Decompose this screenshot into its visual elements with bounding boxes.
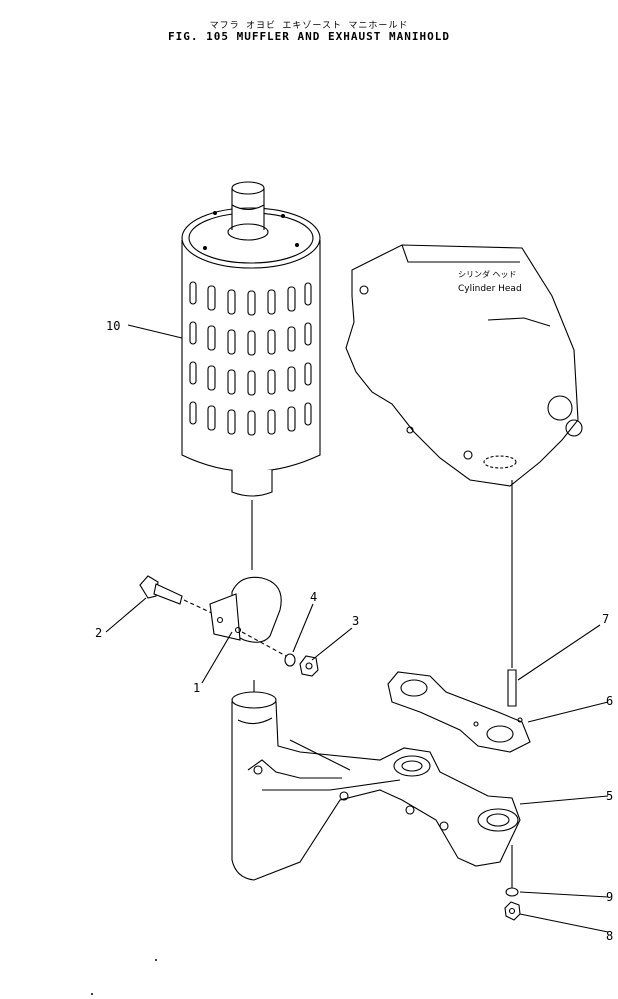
cylinder-head-label-japanese: シリンダ ヘッド: [458, 269, 517, 279]
exhaust-manifold-part-5: [231, 680, 521, 888]
gasket-part-6: [387, 671, 531, 753]
cylinder-head-label-english: Cylinder Head: [458, 284, 522, 294]
callout-7: 7: [602, 612, 609, 626]
nut-part-8: [504, 901, 521, 921]
callout-1: 1: [193, 681, 200, 695]
figure-title-english: FIG. 105 MUFFLER AND EXHAUST MANIHOLD: [167, 30, 451, 43]
stud-part-7: [507, 669, 517, 707]
callout-2: 2: [95, 626, 102, 640]
callout-6: 6: [606, 694, 613, 708]
callout-10: 10: [106, 319, 120, 333]
callout-5: 5: [606, 789, 613, 803]
callout-leader-lines: [105, 324, 609, 933]
washer-part-4: [284, 653, 296, 667]
callout-8: 8: [606, 929, 613, 943]
scan-speck: [155, 959, 157, 961]
muffler-part-10: [181, 181, 321, 570]
callout-3: 3: [352, 614, 359, 628]
bolt-part-2: [139, 575, 215, 615]
clamp-part-1: [209, 576, 287, 657]
figure-title-japanese: マフラ オヨビ エキゾースト マニホールド: [209, 21, 409, 31]
nut-part-3: [299, 655, 319, 677]
callout-4: 4: [310, 590, 317, 604]
lock-washer-part-9: [505, 887, 519, 897]
callout-9: 9: [606, 890, 613, 904]
cylinder-head-outline: シリンダ ヘッド Cylinder Head: [345, 244, 583, 668]
scan-speck: [91, 993, 93, 995]
